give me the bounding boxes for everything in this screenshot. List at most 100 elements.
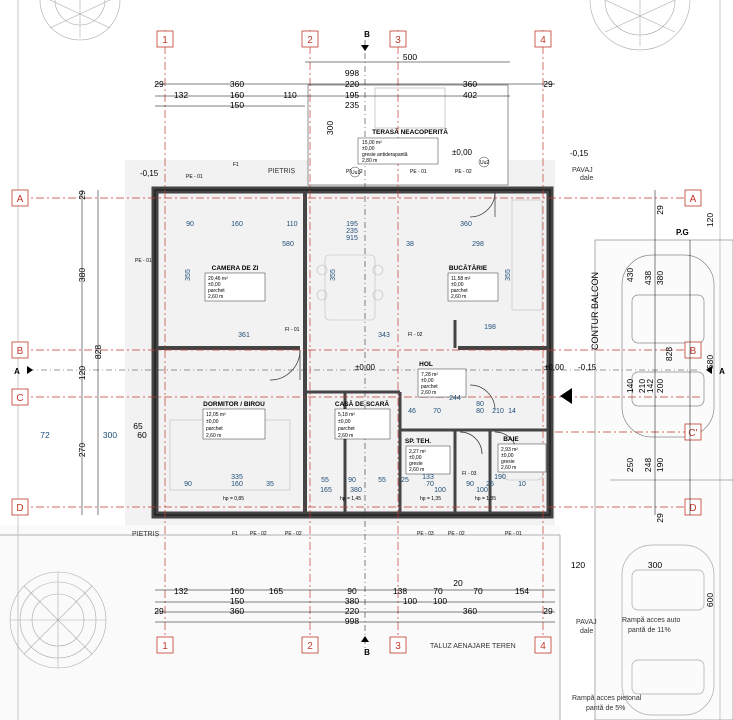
window-code-top: F1 — [233, 162, 239, 168]
room-name: HOL — [419, 361, 433, 368]
dim-right-248: 248 — [643, 458, 653, 472]
inner-dim: 90 — [348, 477, 356, 484]
dim-left-60: 60 — [137, 430, 147, 440]
inner-dim: 355 — [185, 269, 192, 281]
pg-label: P.G — [676, 228, 689, 237]
element-code: PE - 01 — [505, 531, 522, 537]
dim-left-72: 72 — [40, 430, 50, 440]
dim-bottom-70a: 70 — [433, 586, 443, 596]
inner-dim: 361 — [238, 332, 250, 339]
inner-dim: 580 — [282, 241, 294, 248]
room-label-bathroom: BAIE 2,93 m² ±0,00 gresie 2,60 m — [497, 436, 547, 473]
section-mark-b-bottom: B — [364, 648, 370, 657]
dim-right-210: 210 — [637, 379, 647, 393]
inner-dim: 244 — [449, 395, 461, 402]
room-label-kitchen: BUCĂTĂRIE 11,58 m² ±0,00 parchet 2,60 m — [447, 263, 499, 302]
grid-axis-d-left: D — [16, 503, 23, 514]
room-level: ±0,00 — [338, 419, 351, 425]
grid-axis-b-right: B — [690, 346, 697, 357]
grid-axis-d-right: D — [689, 503, 696, 514]
inner-dim: 343 — [378, 332, 390, 339]
room-finish: parchet — [421, 384, 438, 390]
car-ramp-slope: pantă de 11% — [628, 627, 671, 634]
window-sill-height: hp = 1,35 — [420, 496, 441, 502]
dim-right-300: 300 — [648, 560, 662, 570]
room-height: 2,60 m — [501, 465, 516, 471]
room-area: 20,46 m² — [208, 276, 228, 282]
dim-bottom-138: 138 — [393, 586, 407, 596]
inner-dim: 80 — [476, 408, 484, 415]
room-area: 2,27 m² — [409, 449, 426, 455]
inner-dim: 298 — [472, 241, 484, 248]
door-tag-uu1: Uu1 — [351, 170, 360, 176]
element-code: PE - 02 — [448, 531, 465, 537]
room-area: 11,58 m² — [451, 276, 471, 282]
dim-right-250: 250 — [625, 458, 635, 472]
grid-axis-4-top: 4 — [540, 35, 546, 46]
dim-right-120: 120 — [705, 213, 715, 227]
floor-level-entry: ±0,00 — [544, 363, 565, 372]
car-icon — [621, 544, 715, 716]
dim-right-190: 190 — [655, 458, 665, 472]
car-ramp-label: Rampă acces auto — [622, 617, 680, 624]
terrace-level: ±0,00 — [362, 146, 375, 152]
inner-dim: 35 — [266, 481, 274, 488]
dim-right-828: 828 — [664, 347, 674, 361]
pavement-sub-top: dale — [580, 175, 593, 182]
inner-dim: 133 — [422, 474, 434, 481]
room-name: SP. TEH. — [405, 438, 431, 445]
outside-level-top: -0,15 — [570, 149, 589, 158]
section-mark-b-top: B — [364, 30, 370, 39]
dim-top-29-right: 29 — [543, 79, 553, 89]
inner-dim: 100 — [434, 487, 446, 494]
door-tag-uu2: Uu2 — [480, 160, 489, 166]
dim-top-160: 160 — [230, 90, 244, 100]
room-area: 5,18 m² — [338, 412, 355, 418]
dim-bottom-380: 380 — [345, 596, 359, 606]
grid-axis-c-left: C — [16, 393, 23, 404]
element-code: FI - 01 — [285, 327, 300, 333]
terrace-area: 15,00 m² — [362, 140, 382, 146]
room-finish: gresie — [501, 459, 515, 465]
inner-dim: 915 — [346, 235, 358, 242]
dim-right-430: 430 — [625, 268, 635, 282]
room-label-bedroom: DORMITOR / BIROU 12,05 m² ±0,00 parchet … — [202, 401, 266, 440]
room-level: ±0,00 — [501, 453, 514, 459]
dim-right-29: 29 — [655, 205, 665, 215]
tree-icon — [9, 571, 107, 669]
room-level: ±0,00 — [451, 282, 464, 288]
dim-right-200: 200 — [655, 379, 665, 393]
floor-level-main: ±0,00 — [355, 363, 376, 372]
dim-top-360-left: 360 — [230, 79, 244, 89]
dim-bottom-90: 90 — [347, 586, 357, 596]
room-level: ±0,00 — [208, 282, 221, 288]
room-height: 2,60 m — [338, 433, 353, 439]
pavement-sub-bottom: dale — [580, 628, 593, 635]
dim-bottom-160: 160 — [230, 586, 244, 596]
inner-dim: 160 — [231, 221, 243, 228]
slope-label: TALUZ AENAJARE TEREN — [430, 643, 516, 650]
dim-bottom-29-right: 29 — [543, 606, 553, 616]
room-finish: parchet — [208, 288, 225, 294]
inner-dim: 380 — [350, 487, 362, 494]
dim-left-65: 65 — [133, 421, 143, 431]
inner-dim: 355 — [330, 269, 337, 281]
element-code: PE - 01 — [135, 258, 152, 264]
terrace-level-mark: ±0,00 — [452, 148, 473, 157]
grid-axis-4-bottom: 4 — [540, 641, 546, 652]
dim-right-600: 600 — [705, 593, 715, 607]
dim-left-120: 120 — [77, 366, 87, 380]
dim-bottom-360-left: 360 — [230, 606, 244, 616]
dim-left-380: 380 — [77, 268, 87, 282]
dim-left-270: 270 — [77, 443, 87, 457]
room-finish: parchet — [206, 426, 223, 432]
inner-dim: 195 — [346, 221, 358, 228]
section-mark-a-left: A — [14, 367, 20, 376]
element-code: PE - 02 — [250, 531, 267, 537]
inner-dim: 46 — [408, 408, 416, 415]
dim-top-132: 132 — [174, 90, 188, 100]
inner-dim: 25 — [486, 481, 494, 488]
grid-axis-2-bottom: 2 — [307, 641, 313, 652]
dim-top-235: 235 — [345, 100, 359, 110]
element-code: FI - 02 — [408, 332, 423, 338]
